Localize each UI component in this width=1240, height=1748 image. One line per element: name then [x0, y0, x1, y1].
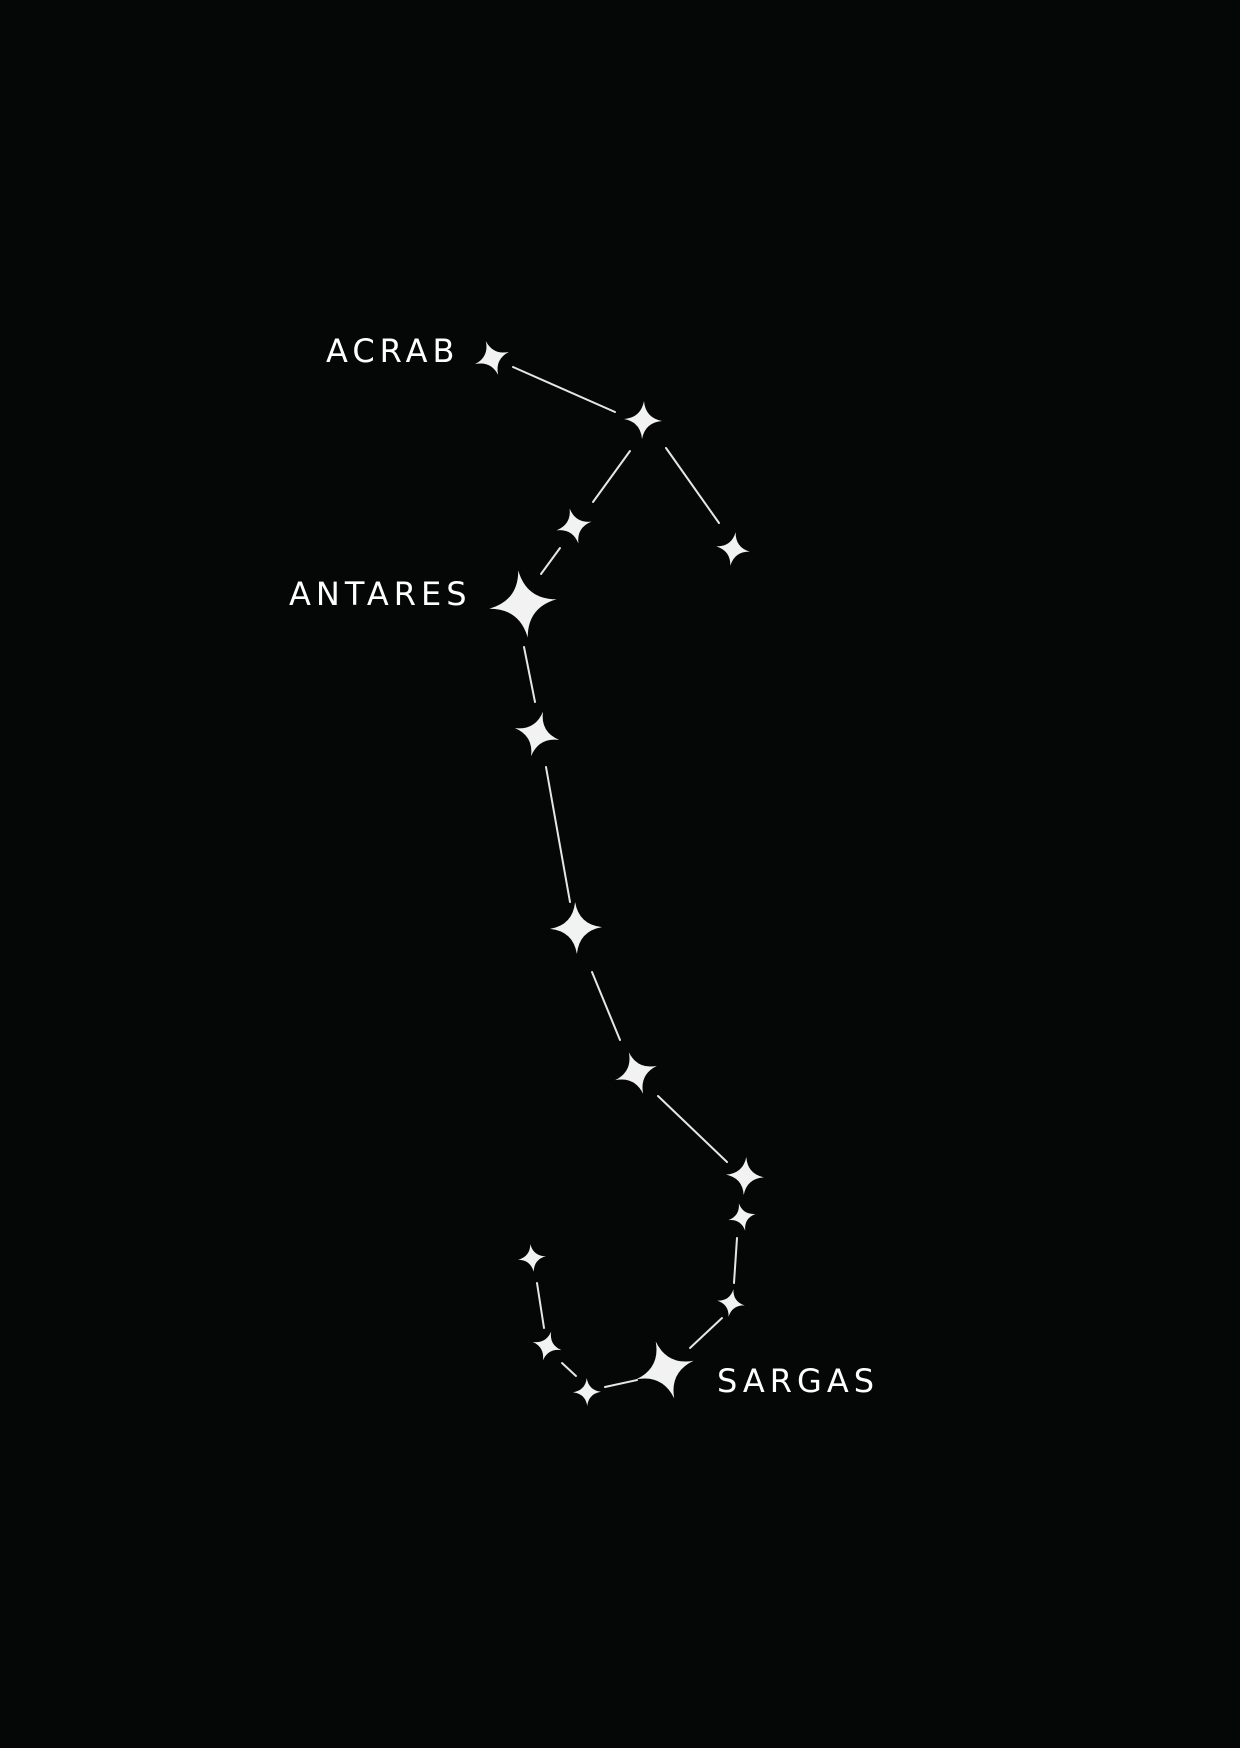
- constellation-line-3: [540, 547, 561, 575]
- label-sargas: SARGAS: [717, 1362, 879, 1400]
- label-acrab: ACRAB: [326, 332, 459, 370]
- star-icon-3: [556, 508, 592, 544]
- star-icon-5: [489, 570, 557, 638]
- star-icon-15: [636, 1341, 694, 1399]
- constellation-line-8: [657, 1095, 728, 1163]
- star-icon-9: [726, 1157, 764, 1195]
- constellation-line-10: [689, 1317, 723, 1349]
- star-icon-7: [550, 902, 602, 954]
- constellation-line-12: [561, 1362, 577, 1377]
- star-icon-11: [717, 1289, 745, 1317]
- constellation-stars: [475, 341, 764, 1406]
- constellation-line-1: [512, 366, 616, 413]
- star-icon-2: [624, 401, 662, 439]
- star-icon-10: [728, 1203, 756, 1231]
- label-antares: ANTARES: [289, 575, 472, 613]
- constellation-lines: [512, 366, 738, 1388]
- star-icon-8: [615, 1052, 657, 1094]
- constellation-line-13: [604, 1379, 638, 1388]
- constellation-line-9: [733, 1237, 738, 1284]
- constellation-line-11: [536, 1282, 545, 1329]
- star-icon-6: [514, 711, 560, 757]
- star-icon-14: [573, 1378, 601, 1406]
- constellation-line-5: [523, 646, 536, 703]
- star-icon-12: [518, 1244, 546, 1272]
- star-icon-13: [532, 1331, 562, 1361]
- constellation-line-2: [592, 450, 631, 503]
- constellation-line-6: [545, 766, 571, 903]
- constellation-line-4: [665, 447, 720, 524]
- constellation-line-7: [591, 971, 621, 1041]
- star-icon-1: [475, 341, 509, 375]
- star-icon-4: [716, 532, 750, 566]
